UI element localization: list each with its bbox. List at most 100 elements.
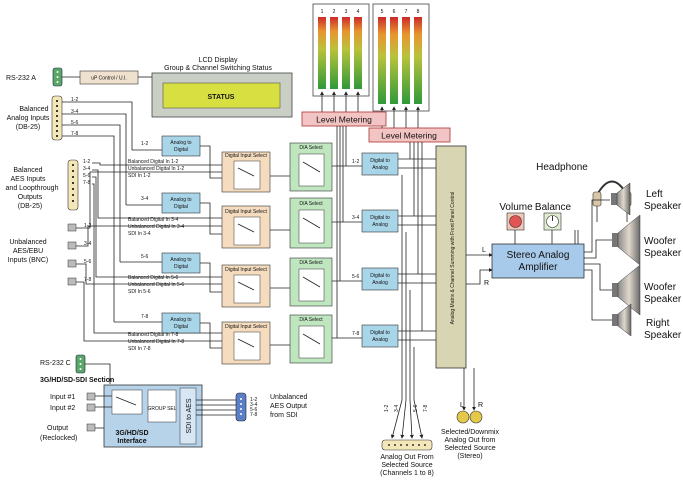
digital-input-switch-4 — [233, 331, 261, 361]
svg-text:Analog: Analog — [372, 165, 388, 171]
svg-text:Selected Source: Selected Source — [381, 462, 432, 469]
svg-text:D/A Select: D/A Select — [299, 201, 323, 207]
svg-text:7-8: 7-8 — [423, 405, 429, 412]
digital-input-switch-1 — [233, 160, 261, 190]
analog-matrix-label: Analog Matrix & Channel Summing with Fro… — [450, 192, 456, 325]
unbal-aes-out-connector-icon — [235, 392, 247, 422]
svg-text:SDI In 7-8: SDI In 7-8 — [128, 346, 151, 352]
level-meter-panel-2 — [372, 3, 430, 112]
svg-text:5-6: 5-6 — [413, 405, 419, 412]
volume-knob-icon[interactable] — [506, 212, 525, 231]
svg-text:Analog: Analog — [372, 222, 388, 228]
svg-text:Analog to: Analog to — [170, 257, 191, 263]
speaker-label-1b: Speaker — [644, 201, 682, 212]
unbal-aes-out-l1: Unbalanced — [270, 394, 307, 401]
svg-text:Digital to: Digital to — [370, 158, 390, 164]
svg-text:Analog Out from: Analog Out from — [445, 437, 496, 444]
svg-text:SDI In 5-6: SDI In 5-6 — [128, 289, 151, 295]
group-1-2: 1-2 Analog to Digital Balanced Digital I… — [128, 135, 444, 193]
meter-num-3: 3 — [345, 9, 348, 15]
svg-text:Digital to: Digital to — [370, 330, 390, 336]
group-5-6: 5-6 Analog to Digital Balanced Digital I… — [120, 252, 444, 308]
svg-text:1-2: 1-2 — [250, 397, 257, 403]
lcd-title-1: LCD Display — [199, 57, 238, 64]
svg-text:Unbalanced Digital In 1-2: Unbalanced Digital In 1-2 — [128, 166, 184, 172]
sdi-input2-label: Input #2 — [50, 405, 75, 412]
bal-aes-pin-1: 1-2 — [83, 159, 90, 165]
digital-to-analog-3 — [361, 267, 399, 291]
svg-text:(Channels 1 to 8): (Channels 1 to 8) — [380, 470, 434, 477]
svg-text:Analog Out From: Analog Out From — [380, 454, 433, 461]
level-metering-box-1 — [301, 111, 387, 127]
svg-text:D/A Select: D/A Select — [299, 317, 323, 323]
lcd-title-2: Group & Channel Switching Status — [164, 65, 272, 72]
svg-text:Digital Input Select: Digital Input Select — [225, 324, 267, 330]
analog-to-digital-2 — [161, 192, 201, 214]
bal-analog-pin-3: 5-6 — [71, 120, 78, 126]
speaker-label-2a: Woofer — [644, 236, 677, 247]
svg-text:Unbalanced Digital In 7-8: Unbalanced Digital In 7-8 — [128, 339, 184, 345]
bal-analog-pin-2: 3-4 — [71, 109, 78, 115]
group-ch-label-2: 3-4 — [141, 196, 148, 202]
speaker-label-3b: Speaker — [644, 294, 682, 305]
da-switch-1 — [298, 153, 325, 187]
analog-matrix-block — [435, 145, 467, 369]
group-7-8: 7-8 Analog to Digital Balanced Digital I… — [114, 312, 444, 365]
da-switch-4 — [298, 325, 325, 359]
bal-analog-pin-1: 1-2 — [71, 97, 78, 103]
svg-text:Balanced Digital In 3-4: Balanced Digital In 3-4 — [128, 217, 179, 223]
sdi-section-label: 3G/HD/SD-SDI Section — [40, 377, 114, 384]
svg-text:Digital Input Select: Digital Input Select — [225, 153, 267, 159]
up-control-label: uP Control / U.I. — [91, 76, 126, 82]
svg-text:Digital: Digital — [174, 324, 188, 330]
svg-text:Unbalanced Digital In 5-6: Unbalanced Digital In 5-6 — [128, 282, 184, 288]
sdi-input1-label: Input #1 — [50, 394, 75, 401]
speaker-label-4a: Right — [646, 318, 670, 329]
balance-label: Balance — [535, 202, 572, 213]
unbal-aes-pin-3: 5-6 — [84, 259, 91, 265]
digital-to-analog-4 — [361, 324, 399, 348]
svg-text:L: L — [482, 247, 486, 254]
svg-text:Selected/Downmix: Selected/Downmix — [441, 429, 499, 436]
sdi-interface-label-2: Interface — [117, 438, 146, 445]
unbal-aes-l1: Unbalanced — [9, 239, 46, 246]
lcd-status-text: STATUS — [208, 94, 235, 101]
svg-text:1-2: 1-2 — [352, 159, 359, 165]
svg-text:Digital Input Select: Digital Input Select — [225, 209, 267, 215]
sdi-to-aes-label: SDI to AES — [186, 398, 193, 433]
svg-text:Analog to: Analog to — [170, 317, 191, 323]
analog-to-digital-4 — [161, 312, 201, 334]
digital-to-analog-2 — [361, 209, 399, 233]
woofer-speaker-icon-2 — [612, 264, 641, 316]
sdi-input-switch — [111, 389, 143, 415]
bottom-db25-output-icon — [381, 439, 433, 451]
svg-text:Analog to: Analog to — [170, 197, 191, 203]
bal-aes-pin-4: 7-8 — [83, 180, 90, 186]
bal-aes-l2: AES Inputs — [10, 176, 46, 183]
digital-to-analog-1 — [361, 152, 399, 176]
stereo-amp-box — [491, 243, 585, 279]
unbal-aes-out-l2: AES Output — [270, 403, 307, 410]
digital-input-switch-2 — [233, 216, 261, 246]
level-metering-box-2 — [368, 127, 451, 143]
speaker-label-2b: Speaker — [644, 248, 682, 259]
bal-analog-l3: (DB-25) — [16, 124, 41, 131]
bal-aes-l1: Balanced — [13, 167, 42, 174]
speaker-label-3a: Woofer — [644, 282, 677, 293]
meter-num-8: 8 — [417, 9, 420, 15]
group-3-4: 3-4 Analog to Digital Balanced Digital I… — [126, 192, 444, 249]
svg-text:Digital to: Digital to — [370, 215, 390, 221]
level-meter-panel-1 — [312, 3, 370, 97]
svg-text:5-6: 5-6 — [250, 407, 257, 413]
unbal-aes-out-l3: from SDI — [270, 412, 298, 419]
balance-knob-icon[interactable] — [543, 212, 562, 231]
svg-text:Balanced Digital In 1-2: Balanced Digital In 1-2 — [128, 159, 179, 165]
bal-analog-l2: Analog Inputs — [7, 115, 50, 122]
woofer-speaker-icon-1 — [612, 214, 641, 266]
svg-text:Selected Source: Selected Source — [444, 445, 495, 452]
group-sel-box — [147, 389, 177, 423]
svg-text:SDI In 3-4: SDI In 3-4 — [128, 231, 151, 237]
sdi-interface-label-1: 3G/HD/SD — [115, 430, 148, 437]
meter-num-5: 5 — [381, 9, 384, 15]
sdi-output-label-1: Output — [47, 425, 68, 432]
